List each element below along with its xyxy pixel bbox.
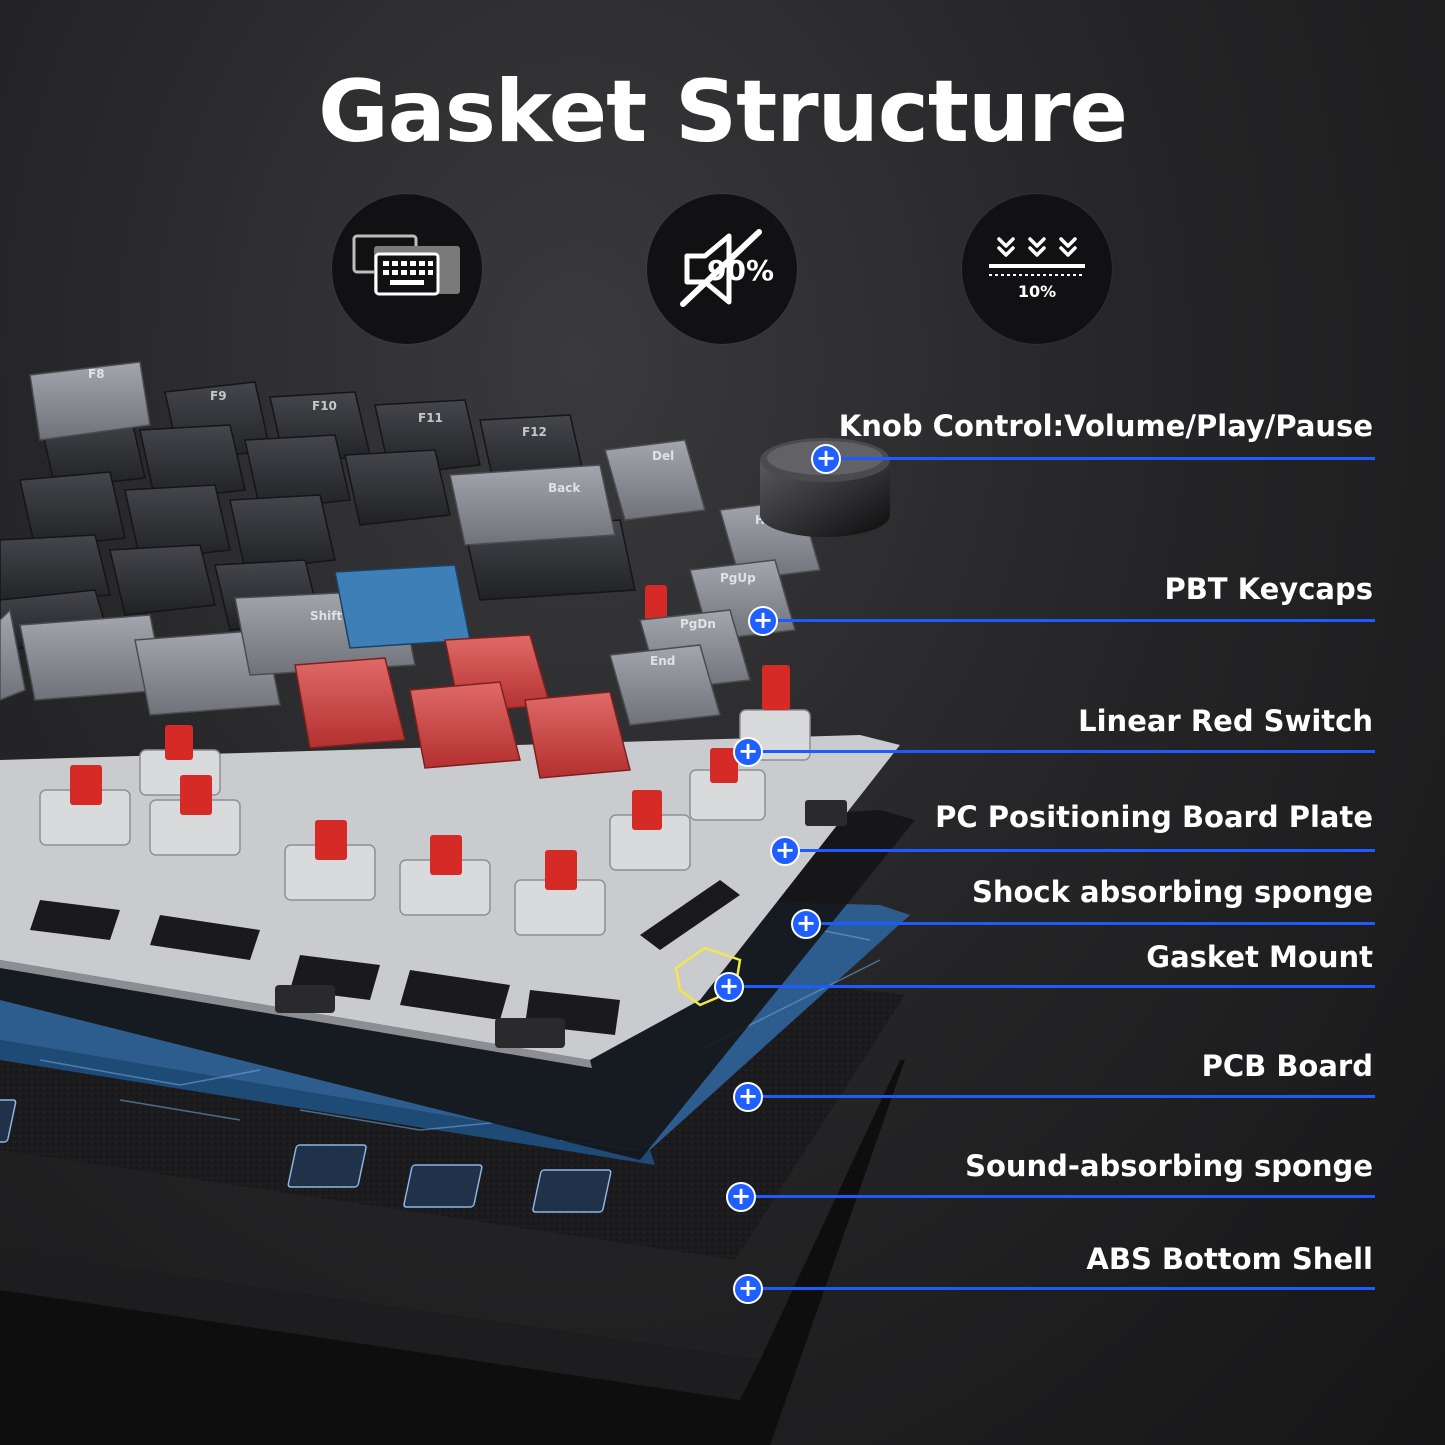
keyboard-exploded-illustration: F8 F9 F10 F11 F12 Del Back Home PgUp PgD…: [0, 361, 915, 1445]
callout-pc-plate: PC Positioning Board Plate: [935, 800, 1373, 834]
keycap-label-pgup: PgUp: [720, 571, 756, 585]
leader-line-keycaps: [763, 619, 1375, 622]
keycap-label-f9: F9: [210, 389, 227, 403]
keyboard-layers-icon: [332, 194, 482, 344]
plus-marker-plate: +: [770, 836, 800, 866]
plus-marker-switch: +: [733, 737, 763, 767]
keycap-label-del: Del: [652, 449, 674, 463]
plus-marker-shock-sponge: +: [791, 909, 821, 939]
leader-line-knob: [826, 457, 1375, 460]
compression-label: 10%: [1018, 282, 1056, 301]
callout-abs-shell: ABS Bottom Shell: [1086, 1242, 1373, 1276]
pbt-keycaps: F8 F9 F10 F11 F12 Del Back Home PgUp PgD…: [0, 361, 821, 779]
plus-marker-sound-sponge: +: [726, 1182, 756, 1212]
leader-line-shell: [748, 1287, 1375, 1290]
keycap-label-end: End: [650, 654, 675, 668]
plus-marker-shell: +: [733, 1274, 763, 1304]
callout-pbt-keycaps: PBT Keycaps: [1164, 572, 1373, 606]
noise-reduction-label: 90%: [707, 254, 774, 287]
compression-arrows-icon: 10%: [962, 194, 1112, 344]
callout-sound-sponge: Sound-absorbing sponge: [965, 1149, 1373, 1183]
callout-knob-control: Knob Control:Volume/Play/Pause: [838, 409, 1373, 443]
callout-pcb-board: PCB Board: [1201, 1049, 1373, 1083]
leader-line-shock-sponge: [806, 922, 1375, 925]
keycap-label-f8: F8: [88, 367, 105, 381]
keycap-label-back: Back: [548, 481, 581, 495]
leader-line-pcb: [748, 1095, 1375, 1098]
callout-shock-sponge: Shock absorbing sponge: [971, 875, 1373, 909]
leader-line-plate: [785, 849, 1375, 852]
keycap-label-pgdn: PgDn: [680, 617, 716, 631]
callout-linear-red-switch: Linear Red Switch: [1078, 704, 1373, 738]
keycap-label-f12: F12: [522, 425, 547, 439]
muted-speaker-icon: 90%: [647, 194, 797, 344]
leader-line-sound-sponge: [741, 1195, 1375, 1198]
plus-marker-gasket: +: [714, 972, 744, 1002]
keycap-label-shift: Shift: [310, 609, 343, 623]
keycap-label-f11: F11: [418, 411, 443, 425]
plus-marker-pcb: +: [733, 1082, 763, 1112]
page-title: Gasket Structure: [318, 62, 1128, 162]
keycap-label-f10: F10: [312, 399, 337, 413]
plus-marker-keycaps: +: [748, 606, 778, 636]
leader-line-gasket: [729, 985, 1375, 988]
callout-gasket-mount: Gasket Mount: [1146, 940, 1373, 974]
leader-line-switch: [748, 750, 1375, 753]
plus-marker-knob: +: [811, 444, 841, 474]
